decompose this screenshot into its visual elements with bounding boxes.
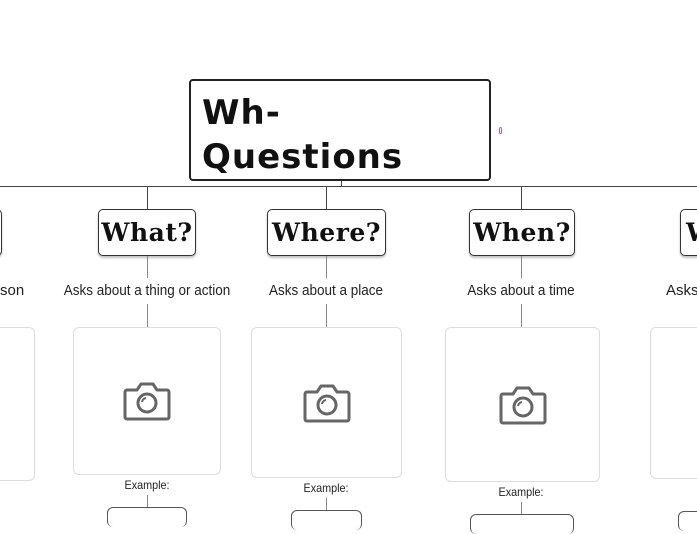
example-box-what[interactable] xyxy=(107,507,187,527)
camera-icon xyxy=(123,382,171,421)
title-node[interactable]: Wh- Questions xyxy=(189,79,491,181)
stem-where xyxy=(326,186,327,209)
description-right: Asks a xyxy=(666,282,697,299)
title-line-2: Questions xyxy=(202,137,404,177)
description-left: son xyxy=(0,282,25,299)
link-when-desc xyxy=(521,256,522,278)
title-line-1: Wh- xyxy=(202,93,281,133)
connector-handle[interactable] xyxy=(499,127,502,134)
question-node-right[interactable]: W xyxy=(680,209,697,256)
example-label-what: Example: xyxy=(124,478,170,492)
example-box-where[interactable] xyxy=(291,510,362,530)
example-label-where: Example: xyxy=(303,481,349,495)
question-node-left[interactable] xyxy=(0,209,2,256)
link-when-image xyxy=(521,304,522,327)
link-where-image xyxy=(326,304,327,327)
question-node-when[interactable]: When? xyxy=(469,209,575,256)
image-placeholder-left[interactable] xyxy=(0,327,35,481)
image-placeholder-where[interactable] xyxy=(251,327,402,478)
example-box-right[interactable] xyxy=(678,511,697,531)
main-connector xyxy=(0,186,697,187)
link-what-image xyxy=(147,304,148,327)
question-label-where: Where? xyxy=(272,218,381,247)
question-label-what: What? xyxy=(101,218,193,247)
description-when: Asks about a time xyxy=(467,282,575,299)
example-box-when[interactable] xyxy=(470,514,574,534)
description-what: Asks about a thing or action xyxy=(63,282,231,299)
link-when-example xyxy=(521,502,522,514)
camera-icon xyxy=(303,384,350,422)
image-placeholder-right[interactable] xyxy=(650,327,697,479)
image-placeholder-when[interactable] xyxy=(445,327,600,482)
question-label-right: W xyxy=(686,218,697,247)
link-where-example xyxy=(326,498,327,510)
link-what-example xyxy=(147,495,148,507)
question-node-what[interactable]: What? xyxy=(98,209,196,256)
camera-icon xyxy=(499,386,546,424)
stem-what xyxy=(147,186,148,209)
description-where: Asks about a place xyxy=(268,282,384,299)
page-title: Wh- Questions xyxy=(202,91,482,179)
question-label-when: When? xyxy=(473,218,571,247)
question-node-where[interactable]: Where? xyxy=(267,209,386,256)
stem-when xyxy=(521,186,522,209)
link-what-desc xyxy=(147,256,148,278)
title-stem xyxy=(341,181,342,187)
image-placeholder-what[interactable] xyxy=(73,327,221,475)
link-where-desc xyxy=(326,256,327,278)
example-label-when: Example: xyxy=(498,485,544,499)
